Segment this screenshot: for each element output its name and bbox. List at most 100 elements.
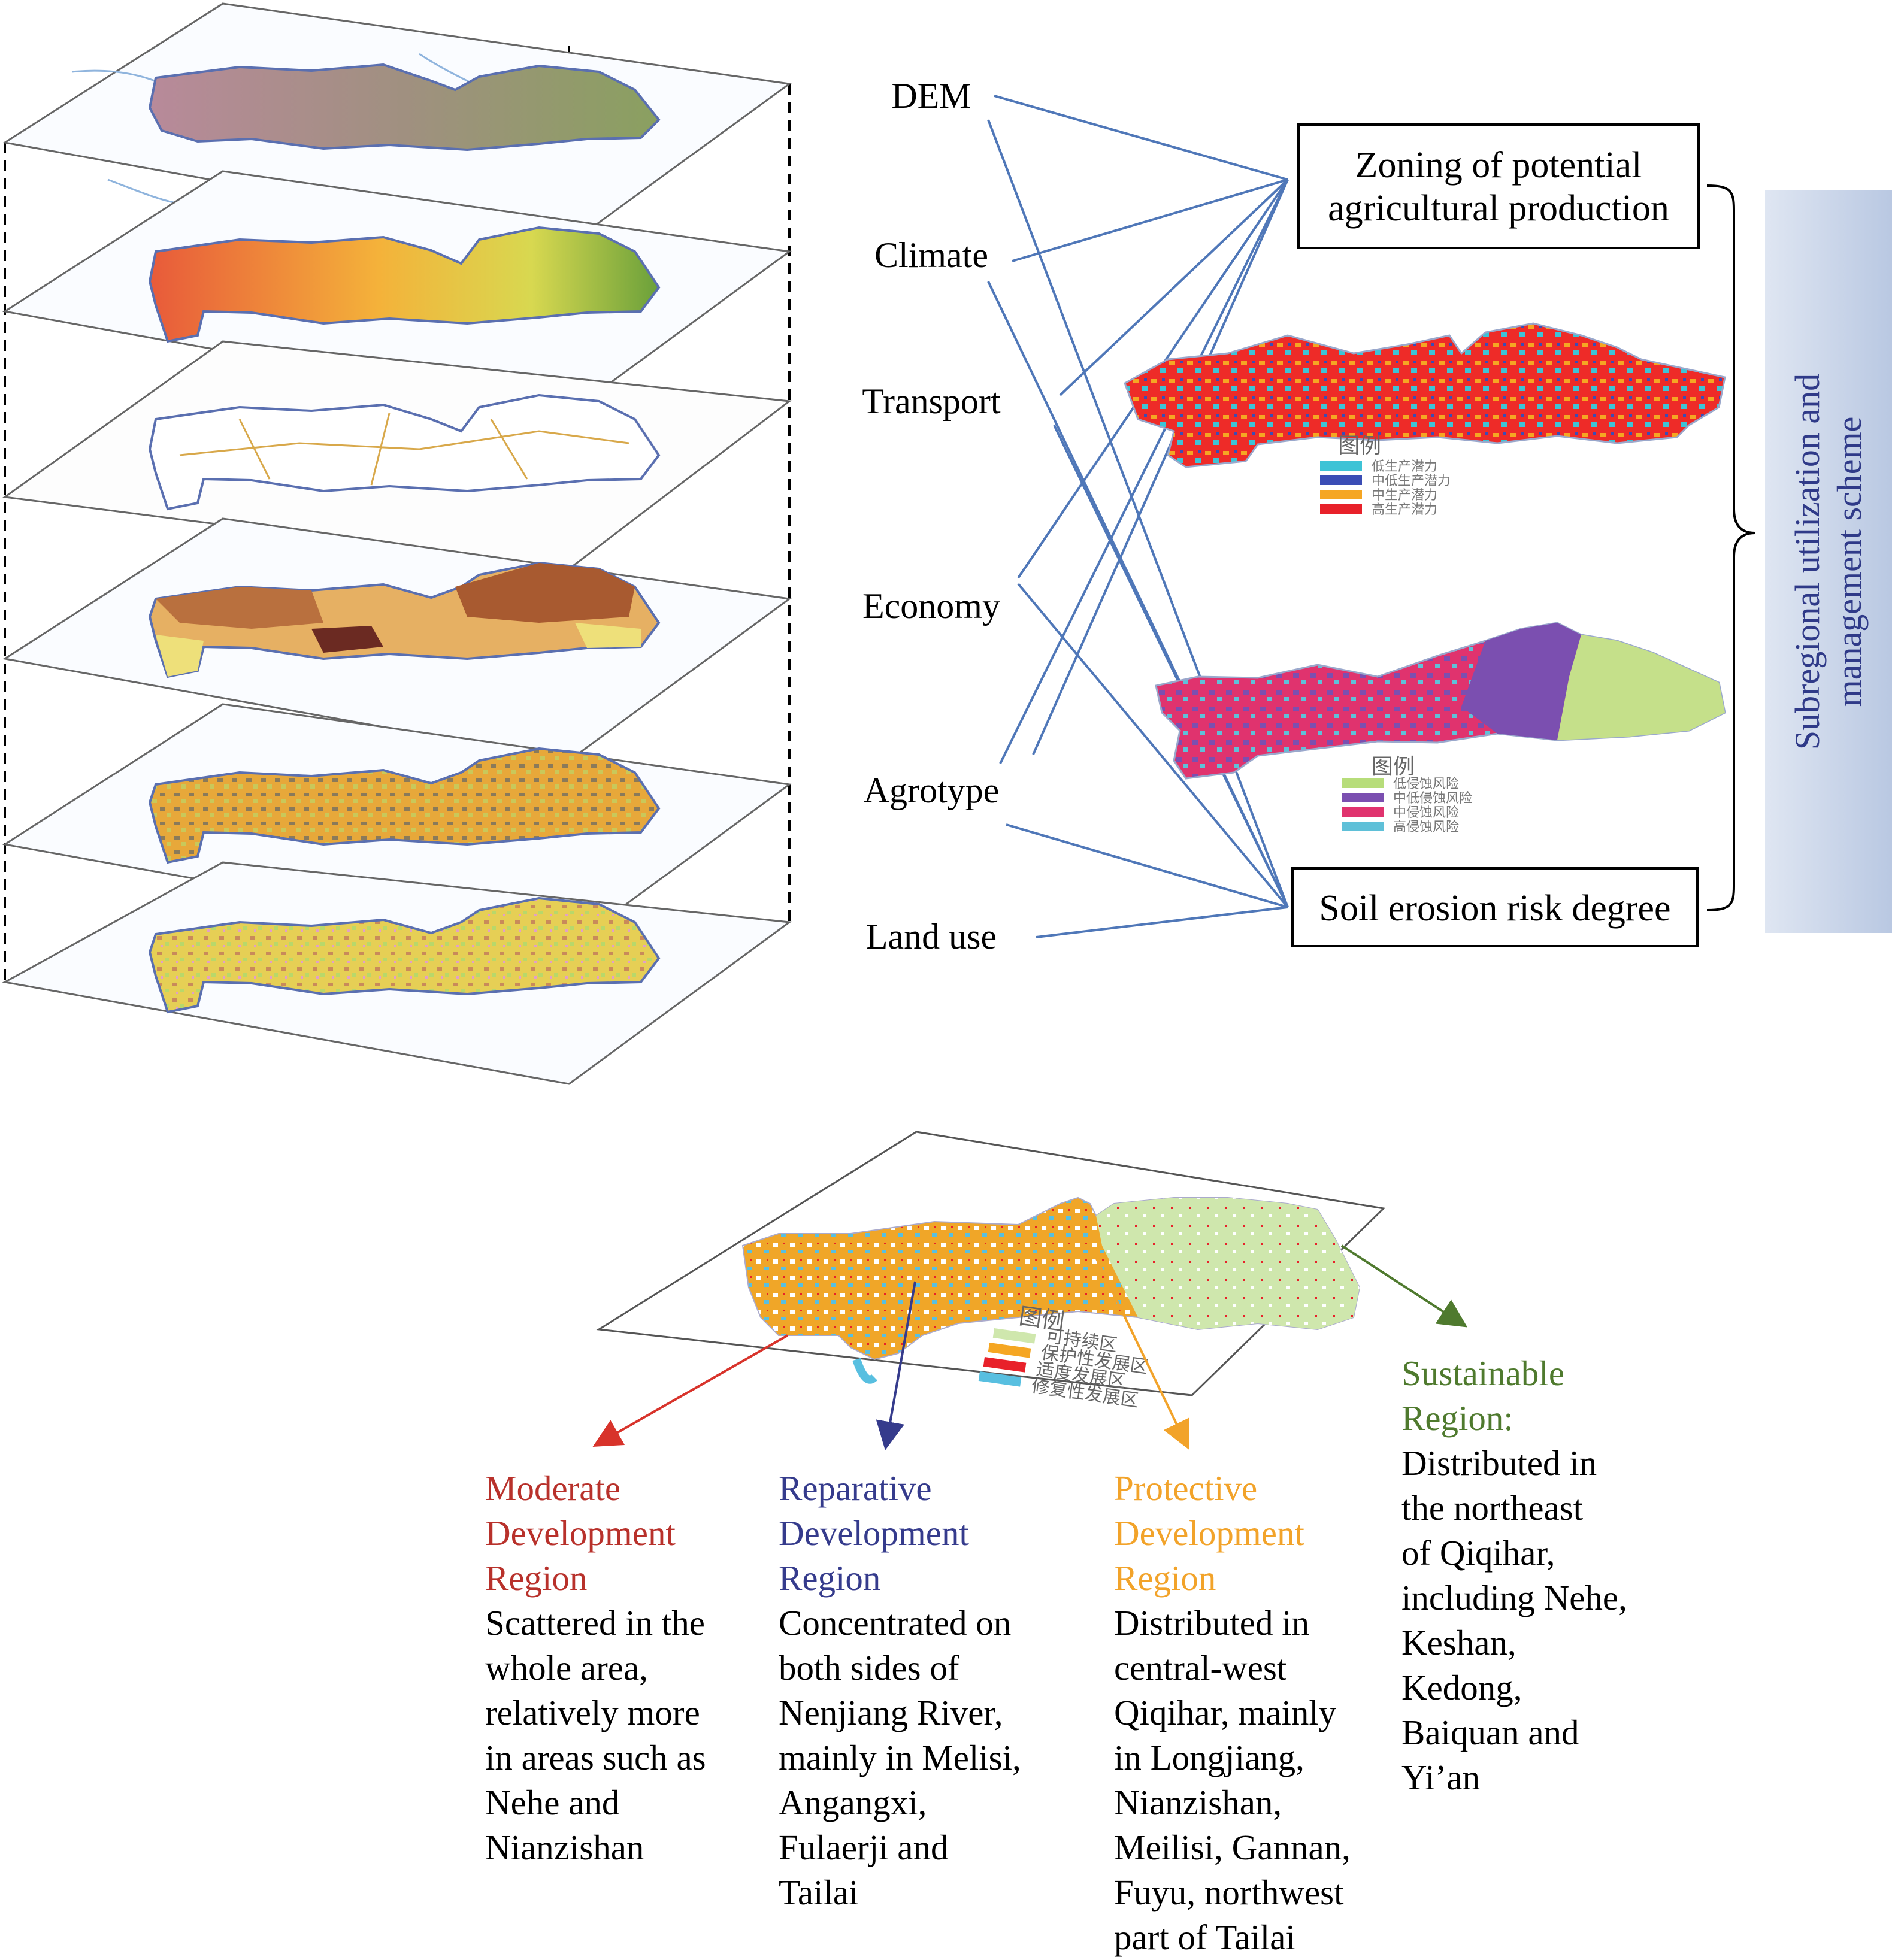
zoning-box-line1: Zoning of potential — [1355, 145, 1642, 186]
region-protective-title-2: Development — [1114, 1513, 1304, 1553]
productivity-swatch-2 — [1320, 475, 1362, 485]
region-moderate-title-2: Development — [485, 1513, 676, 1553]
region-reparative-desc-3: Nenjiang River, — [779, 1693, 1003, 1732]
zoning-box: Zoning of potential agricultural product… — [1297, 123, 1700, 249]
region-moderate-title-1: Moderate — [485, 1468, 621, 1508]
scheme-label-line1: Subregional utilization and — [1788, 373, 1827, 750]
region-protective-desc-6: Meilisi, Gannan, — [1114, 1828, 1351, 1867]
connector-agrotype-erosion — [1006, 823, 1288, 908]
connector-landuse-zoning — [1032, 179, 1289, 755]
region-sustainable-desc-2: the northeast — [1401, 1488, 1584, 1528]
connector-climate-zoning — [1012, 178, 1288, 262]
region-reparative-desc-6: Fulaerji and — [779, 1828, 949, 1867]
productivity-swatch-1 — [1320, 461, 1362, 471]
layer-economy-map — [2, 517, 792, 762]
arrow-protective — [1095, 1257, 1189, 1450]
erosion-label-3: 中侵蚀风险 — [1393, 805, 1459, 820]
region-moderate-desc-4: in areas such as — [485, 1738, 706, 1777]
final-swatch-4 — [978, 1371, 1022, 1387]
region-sustainable-desc-3: of Qiqihar, — [1401, 1533, 1555, 1573]
erosion-swatch-4 — [1342, 822, 1384, 831]
erosion-box-label: Soil erosion risk degree — [1319, 888, 1670, 929]
region-sustainable-desc-1: Distributed in — [1401, 1443, 1597, 1483]
region-protective-desc-1: Distributed in — [1114, 1603, 1310, 1643]
productivity-legend-title: 图例 — [1338, 434, 1381, 458]
region-moderate-desc-1: Scattered in the — [485, 1603, 705, 1643]
input-label-landuse: Land use — [866, 917, 997, 956]
erosion-map: 图例 低侵蚀风险 中低侵蚀风险 中侵蚀风险 高侵蚀风险 — [1155, 622, 1726, 834]
final-map: 图例 可持续区 保护性发展区 适度发展区 修复性发展区 — [596, 1131, 1386, 1411]
scheme-panel: Subregional utilization and management s… — [1765, 190, 1892, 933]
erosion-label-1: 低侵蚀风险 — [1393, 776, 1459, 791]
zoning-box-line2: agricultural production — [1328, 188, 1669, 229]
region-protective-desc-3: Qiqihar, mainly — [1114, 1693, 1337, 1732]
region-reparative-desc-5: Angangxi, — [779, 1783, 927, 1822]
connector-agrotype-zoning — [999, 179, 1289, 764]
scheme-label-line2: management scheme — [1830, 416, 1869, 707]
region-reparative-desc-2: both sides of — [779, 1648, 959, 1688]
input-label-climate: Climate — [874, 235, 988, 275]
layer-agrotype-map — [2, 703, 792, 947]
connector-transport-erosion — [1053, 425, 1289, 908]
region-sustainable-desc-8: Yi’an — [1401, 1758, 1481, 1797]
connector-dem-zoning — [994, 95, 1288, 181]
input-labels: DEM Climate Transport Economy Agrotype L… — [862, 76, 1000, 956]
region-reparative-title-1: Reparative — [779, 1468, 932, 1508]
region-sustainable-desc-7: Baiquan and — [1401, 1713, 1579, 1752]
region-reparative: Reparative Development Region Concentrat… — [779, 1466, 1021, 1915]
arrow-sustainable — [1340, 1244, 1468, 1328]
input-label-economy: Economy — [862, 586, 1000, 626]
region-moderate-desc-5: Nehe and — [485, 1783, 620, 1822]
layer-stack — [2, 2, 792, 1085]
input-label-transport: Transport — [862, 381, 1000, 421]
connector-transport-zoning — [1059, 178, 1289, 396]
layer-landuse-map — [2, 861, 792, 1085]
erosion-swatch-1 — [1342, 778, 1384, 788]
final-swatch-2 — [988, 1343, 1031, 1358]
connector-landuse-erosion — [1036, 906, 1288, 938]
connector-dem-erosion — [987, 119, 1289, 908]
connector-lines — [987, 95, 1289, 938]
region-sustainable: Sustainable Region: Distributed in the n… — [1401, 1351, 1627, 1800]
productivity-label-3: 中生产潜力 — [1372, 487, 1437, 502]
productivity-legend: 图例 低生产潜力 中低生产潜力 中生产潜力 高生产潜力 — [1320, 434, 1451, 517]
region-sustainable-desc-5: Keshan, — [1401, 1623, 1516, 1662]
region-protective-desc-5: Nianzishan, — [1114, 1783, 1282, 1822]
region-moderate-desc-6: Nianzishan — [485, 1828, 644, 1867]
layer-dem-map — [2, 2, 792, 246]
region-sustainable-desc-6: Kedong, — [1401, 1668, 1522, 1707]
region-reparative-title-2: Development — [779, 1513, 969, 1553]
input-label-dem: DEM — [891, 76, 971, 116]
arrow-moderate — [592, 1334, 788, 1447]
scheme-label: Subregional utilization and management s… — [1787, 190, 1870, 933]
erosion-swatch-2 — [1342, 793, 1384, 802]
region-sustainable-title-1: Sustainable — [1401, 1353, 1565, 1393]
erosion-label-4: 高侵蚀风险 — [1393, 819, 1459, 834]
region-moderate-desc-3: relatively more — [485, 1693, 700, 1732]
input-label-agrotype: Agrotype — [864, 771, 1000, 810]
region-reparative-desc-4: mainly in Melisi, — [779, 1738, 1021, 1777]
region-protective-desc-7: Fuyu, northwest — [1114, 1873, 1344, 1912]
productivity-swatch-3 — [1320, 490, 1362, 499]
region-protective-title-1: Protective — [1114, 1468, 1258, 1508]
erosion-label-2: 中低侵蚀风险 — [1393, 790, 1472, 805]
region-sustainable-desc-4: including Nehe, — [1401, 1578, 1627, 1617]
region-protective-desc-8: part of Tailai — [1114, 1917, 1295, 1957]
productivity-map: 图例 低生产潜力 中低生产潜力 中生产潜力 高生产潜力 — [1124, 322, 1726, 517]
region-protective-title-3: Region — [1114, 1558, 1216, 1598]
arrow-reparative — [876, 1281, 916, 1450]
region-reparative-title-3: Region — [779, 1558, 881, 1598]
productivity-label-1: 低生产潜力 — [1372, 459, 1437, 474]
productivity-swatch-4 — [1320, 504, 1362, 514]
productivity-label-2: 中低生产潜力 — [1372, 473, 1451, 488]
region-protective: Protective Development Region Distribute… — [1114, 1466, 1351, 1960]
final-legend-title: 图例 — [1018, 1304, 1066, 1335]
layer-transport-map — [2, 340, 792, 570]
region-protective-desc-2: central-west — [1114, 1648, 1287, 1688]
region-protective-desc-4: in Longjiang, — [1114, 1738, 1304, 1777]
region-moderate: Moderate Development Region Scattered in… — [485, 1466, 706, 1870]
productivity-label-4: 高生产潜力 — [1372, 502, 1437, 517]
region-sustainable-title-2: Region: — [1401, 1398, 1513, 1438]
final-swatch-3 — [983, 1357, 1027, 1373]
region-reparative-desc-7: Tailai — [779, 1873, 859, 1912]
